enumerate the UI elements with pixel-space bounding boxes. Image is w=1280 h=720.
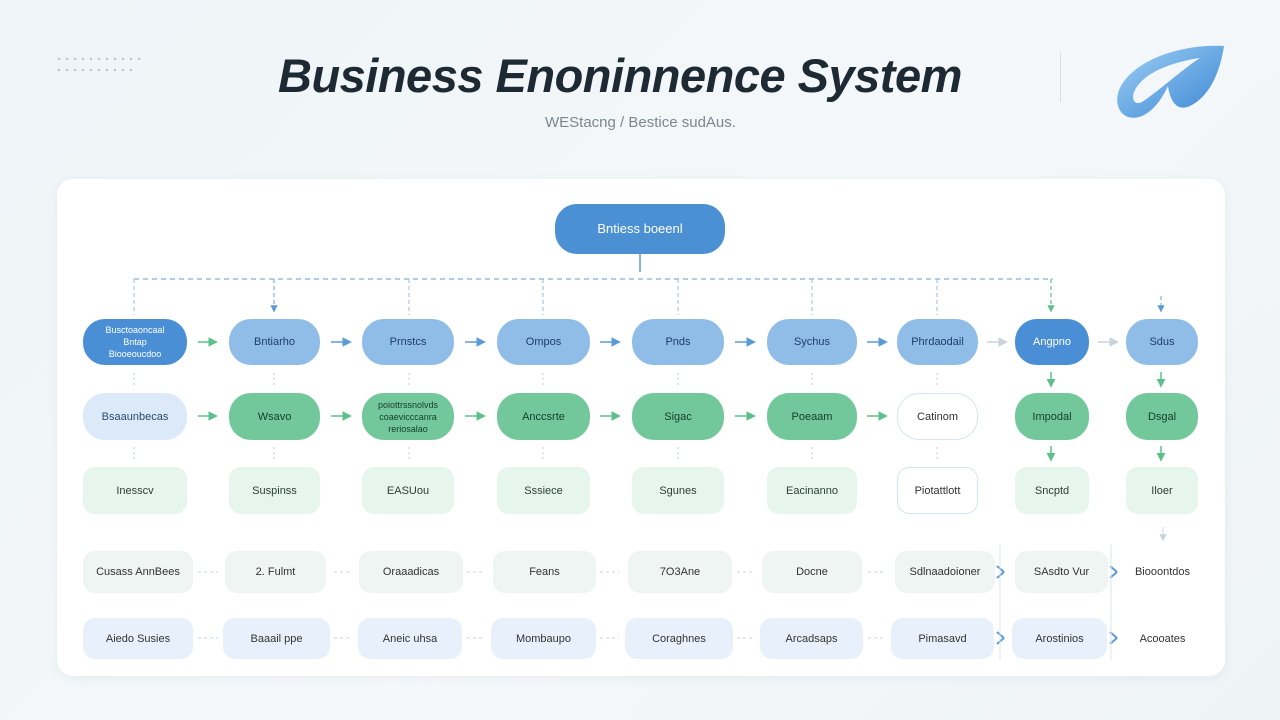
flow-node[interactable]: Wsavo xyxy=(229,393,320,440)
flow-node[interactable]: Aiedo Susies xyxy=(83,618,193,659)
flow-node[interactable]: Arcadsaps xyxy=(760,618,863,659)
flow-node[interactable]: Cusass AnnBees xyxy=(83,551,193,593)
flow-node[interactable]: Biooontdos xyxy=(1134,566,1191,578)
page-subtitle: WEStacng / Bestice sudAus. xyxy=(545,114,736,131)
flow-node[interactable]: 2. Fulmt xyxy=(225,551,326,593)
flow-node[interactable]: Arostinios xyxy=(1012,618,1107,659)
flow-node[interactable]: Inesscv xyxy=(83,467,187,514)
flow-node[interactable]: Docne xyxy=(762,551,862,593)
flow-node[interactable]: SAsdto Vur xyxy=(1015,551,1108,593)
flow-node[interactable]: Baaail ppe xyxy=(223,618,330,659)
flow-node[interactable]: Phrdaodail xyxy=(897,319,978,365)
flow-node[interactable]: Pnds xyxy=(632,319,724,365)
flow-node[interactable]: poiottrssnolvds coaevicccanra reriosalao xyxy=(362,393,454,440)
flow-node[interactable]: Iloer xyxy=(1126,467,1198,514)
flow-node[interactable]: Anccsrte xyxy=(497,393,590,440)
flow-node[interactable]: Coraghnes xyxy=(625,618,733,659)
flow-node[interactable]: Sdlnaadoioner xyxy=(895,551,995,593)
flow-node[interactable]: Mombaupo xyxy=(491,618,596,659)
flow-node[interactable]: Oraaadicas xyxy=(359,551,463,593)
swoosh-logo-icon xyxy=(1117,45,1224,118)
flow-node[interactable]: 7O3Ane xyxy=(628,551,732,593)
flow-node[interactable]: Sychus xyxy=(767,319,857,365)
flow-node[interactable]: Feans xyxy=(493,551,596,593)
flow-node[interactable]: Sncptd xyxy=(1015,467,1089,514)
page-title: Business Enoninnence System xyxy=(278,49,962,102)
title-divider xyxy=(1060,52,1061,102)
flow-node[interactable]: Sgunes xyxy=(632,467,724,514)
flow-node[interactable]: Acooates xyxy=(1139,632,1186,645)
root-node[interactable]: Bntiess boeenl xyxy=(555,204,725,254)
flow-node[interactable]: Sigac xyxy=(632,393,724,440)
flow-node[interactable]: Angpno xyxy=(1015,319,1089,365)
flow-node[interactable]: Eacinanno xyxy=(767,467,857,514)
flow-node[interactable]: Sdus xyxy=(1126,319,1198,365)
flow-node[interactable]: Piotattlott xyxy=(897,467,978,514)
flow-node[interactable]: Dsgal xyxy=(1126,393,1198,440)
flow-node[interactable]: Catinom xyxy=(897,393,978,440)
flow-node[interactable]: Prnstcs xyxy=(362,319,454,365)
flow-node[interactable]: Ompos xyxy=(497,319,590,365)
flow-node[interactable]: Sssiece xyxy=(497,467,590,514)
flow-node[interactable]: Aneic uhsa xyxy=(358,618,462,659)
flow-node[interactable]: EASUou xyxy=(362,467,454,514)
flow-node[interactable]: Impodal xyxy=(1015,393,1089,440)
flow-node[interactable]: Busctoaoncaal Bntap Biooeoucdoo xyxy=(83,319,187,365)
flow-node[interactable]: Poeaam xyxy=(767,393,857,440)
flow-node[interactable]: Pimasavd xyxy=(891,618,994,659)
dot-grid-icon xyxy=(57,57,141,72)
flow-node[interactable]: Bsaaunbecas xyxy=(83,393,187,440)
flow-node[interactable]: Bntiarho xyxy=(229,319,320,365)
flow-node[interactable]: Suspinss xyxy=(229,467,320,514)
